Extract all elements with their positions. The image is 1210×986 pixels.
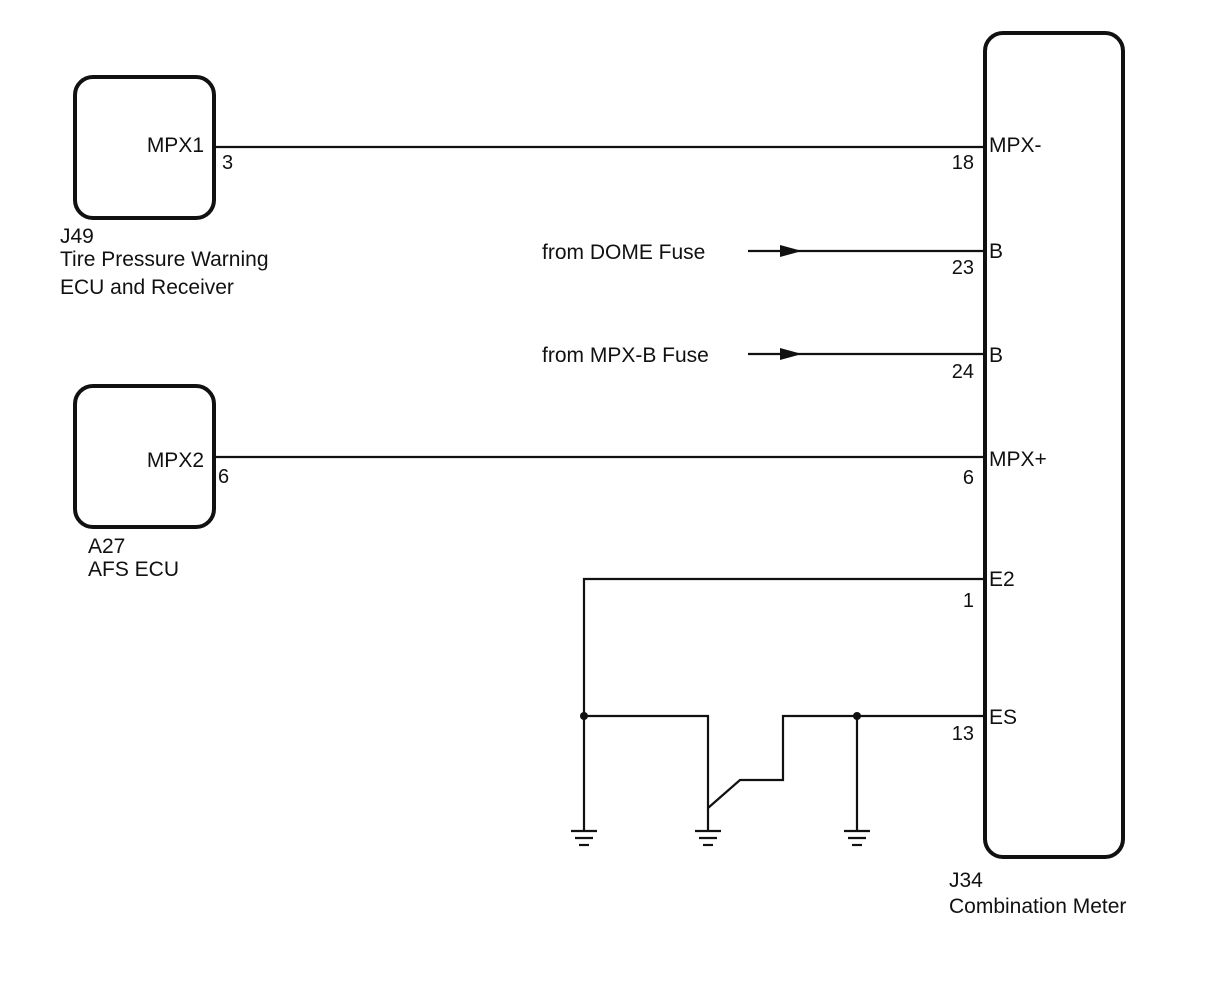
meter-terminal-b-mpxb: B [989,344,1003,367]
wire-e2-shield-ground [584,714,710,830]
tpw-name-line1: Tire Pressure Warning [60,248,269,271]
tpw-terminal-label: MPX1 [147,134,204,157]
mpxb-fuse-arrow-icon [780,348,802,360]
wire-e2-ground [582,577,985,830]
afs-terminal-label: MPX2 [147,449,204,472]
afs-name: AFS ECU [88,558,179,581]
meter-pin-6: 6 [963,467,974,489]
dome-fuse-label: from DOME Fuse [542,241,705,264]
meter-pin-13: 13 [952,723,974,745]
ground-symbol-icon [695,829,721,847]
meter-connector-code: J34 [949,869,983,892]
ground-symbol-icon [844,829,870,847]
meter-name: Combination Meter [949,895,1126,918]
meter-pin-18: 18 [952,152,974,174]
meter-terminal-es: ES [989,706,1017,729]
meter-terminal-b-dome: B [989,240,1003,263]
meter-pin-23: 23 [952,257,974,279]
mpxb-fuse-feed: from MPX-B Fuse [542,344,985,367]
mpxb-fuse-label: from MPX-B Fuse [542,344,709,367]
junction-dot-right [853,712,861,720]
tpw-pin-number: 3 [222,152,233,174]
ground-symbol-icon [571,829,597,847]
afs-connector-code: A27 [88,535,125,558]
afs-ecu-component: MPX2 6 A27 AFS ECU [73,384,229,581]
meter-pin-24: 24 [952,361,974,383]
meter-terminal-mpx-plus: MPX+ [989,448,1047,471]
wire-es-shield [707,714,985,809]
meter-component: MPX- 18 B 23 B 24 MPX+ 6 E2 1 ES 13 J34 … [949,31,1126,918]
meter-terminal-mpx-minus: MPX- [989,134,1042,157]
tpw-connector-code: J49 [60,225,94,248]
meter-box [983,31,1125,859]
ground-network [571,577,985,847]
junction-dot-left [580,712,588,720]
dome-fuse-arrow-icon [780,245,802,257]
meter-terminal-e2: E2 [989,568,1015,591]
meter-pin-1: 1 [963,590,974,612]
afs-pin-number: 6 [218,466,229,488]
dome-fuse-feed: from DOME Fuse [542,241,985,264]
tpw-ecu-component: MPX1 3 J49 Tire Pressure Warning ECU and… [60,75,269,299]
tpw-name-line2: ECU and Receiver [60,276,234,299]
